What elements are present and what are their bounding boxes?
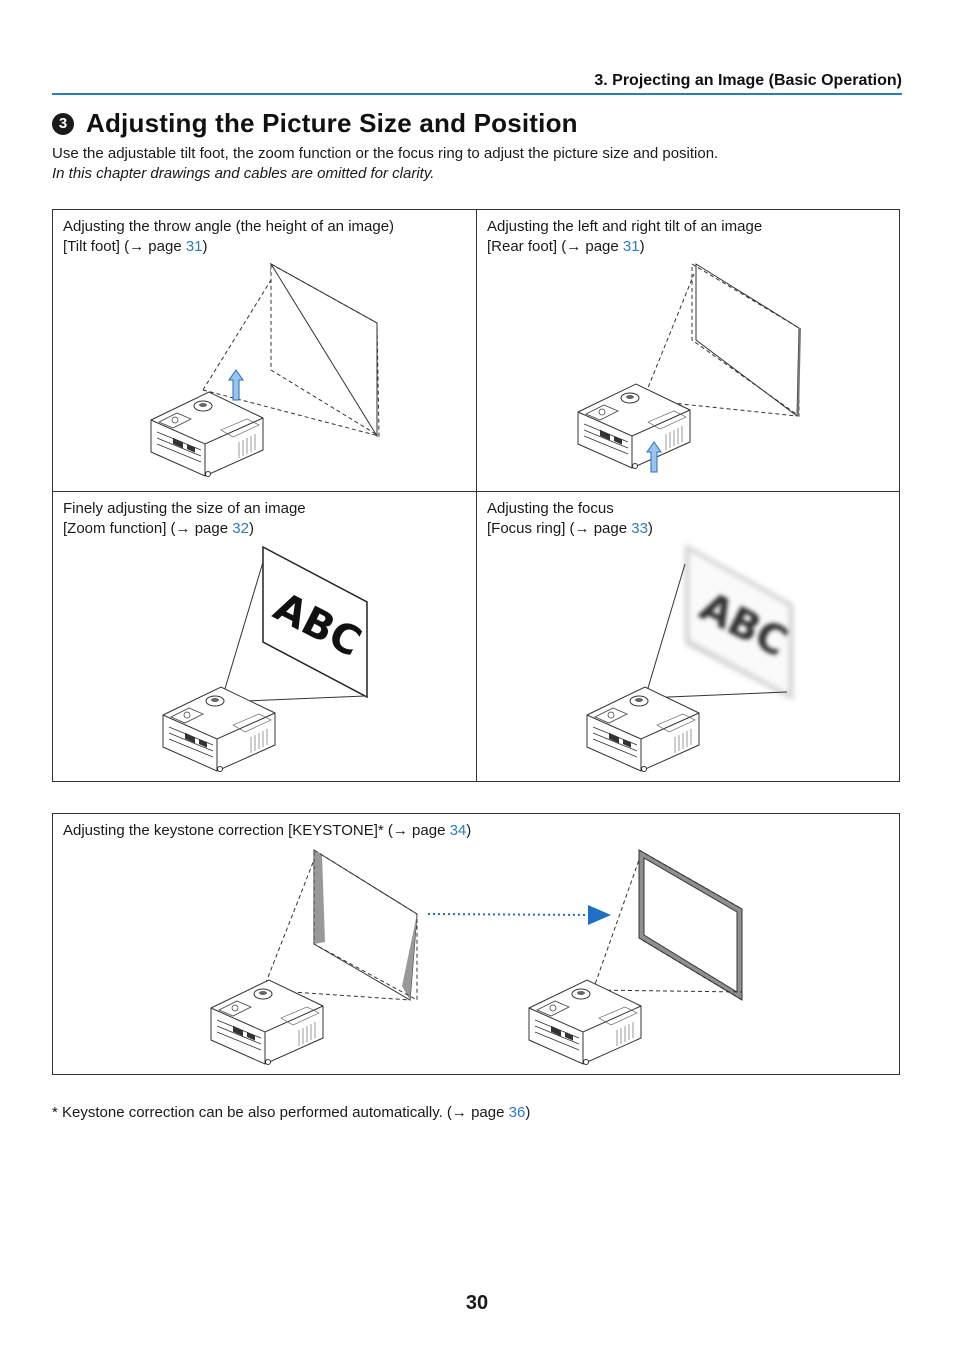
section-title: Adjusting the Picture Size and Position — [86, 108, 578, 138]
step-number-badge: 3 — [52, 112, 74, 135]
page-number: 30 — [465, 1292, 489, 1314]
panel-focus-ring: Adjusting the focus [Focus ring] (→ page… — [477, 492, 900, 781]
panel-rear-foot: Adjusting the left and right tilt of an … — [477, 210, 900, 492]
panel-tilt-foot: Adjusting the throw angle (the height of… — [53, 210, 477, 492]
panel-reference: [Zoom function] (→ page 32) — [63, 520, 254, 537]
panel-keystone: Adjusting the keystone correction [KEYST… — [52, 813, 900, 1075]
page-link-32[interactable]: 32 — [232, 520, 249, 537]
chapter-title: 3. Projecting an Image (Basic Operation) — [594, 72, 902, 89]
page-link-36[interactable]: 36 — [508, 1104, 526, 1121]
panel-reference: [Rear foot] (→ page 31) — [487, 238, 645, 255]
panel-title: Adjusting the focus — [487, 500, 614, 517]
panel-caption: Adjusting the throw angle (the height of… — [63, 217, 394, 257]
zoom-illustration: ABC — [162, 545, 368, 772]
page-link-33[interactable]: 33 — [631, 520, 648, 537]
panel-title: Adjusting the left and right tilt of an … — [487, 218, 763, 235]
page-link-31[interactable]: 31 — [622, 238, 640, 255]
page-link-34[interactable]: 34 — [449, 822, 467, 839]
tilt-foot-illustration — [150, 262, 380, 477]
panel-caption: Adjusting the focus [Focus ring] (→ page… — [487, 499, 653, 539]
panel-caption: Adjusting the keystone correction [KEYST… — [63, 822, 472, 839]
panel-title: Adjusting the throw angle (the height of… — [63, 218, 395, 235]
section-heading: 3 Adjusting the Picture Size and Positio… — [52, 108, 578, 139]
panel-reference: [Focus ring] (→ page 33) — [487, 520, 653, 537]
rear-foot-illustration — [577, 263, 801, 473]
keystone-illustration — [210, 849, 743, 1065]
focus-illustration: ABC — [586, 544, 794, 772]
panel-caption: Finely adjusting the size of an image [Z… — [63, 499, 306, 539]
intro-paragraph: Use the adjustable tilt foot, the zoom f… — [52, 144, 718, 184]
intro-note: In this chapter drawings and cables are … — [52, 165, 435, 182]
panel-reference: [Tilt foot] (→ page 31) — [63, 238, 208, 255]
panel-zoom-function: Finely adjusting the size of an image [Z… — [53, 492, 477, 781]
footnote: * Keystone correction can be also perfor… — [52, 1104, 531, 1121]
adjustment-grid: Adjusting the throw angle (the height of… — [52, 209, 900, 782]
panel-title: Finely adjusting the size of an image — [63, 500, 306, 517]
intro-text: Use the adjustable tilt foot, the zoom f… — [52, 145, 719, 162]
panel-caption: Adjusting the left and right tilt of an … — [487, 217, 762, 257]
header-rule — [52, 93, 902, 95]
page-link-31[interactable]: 31 — [185, 238, 203, 255]
